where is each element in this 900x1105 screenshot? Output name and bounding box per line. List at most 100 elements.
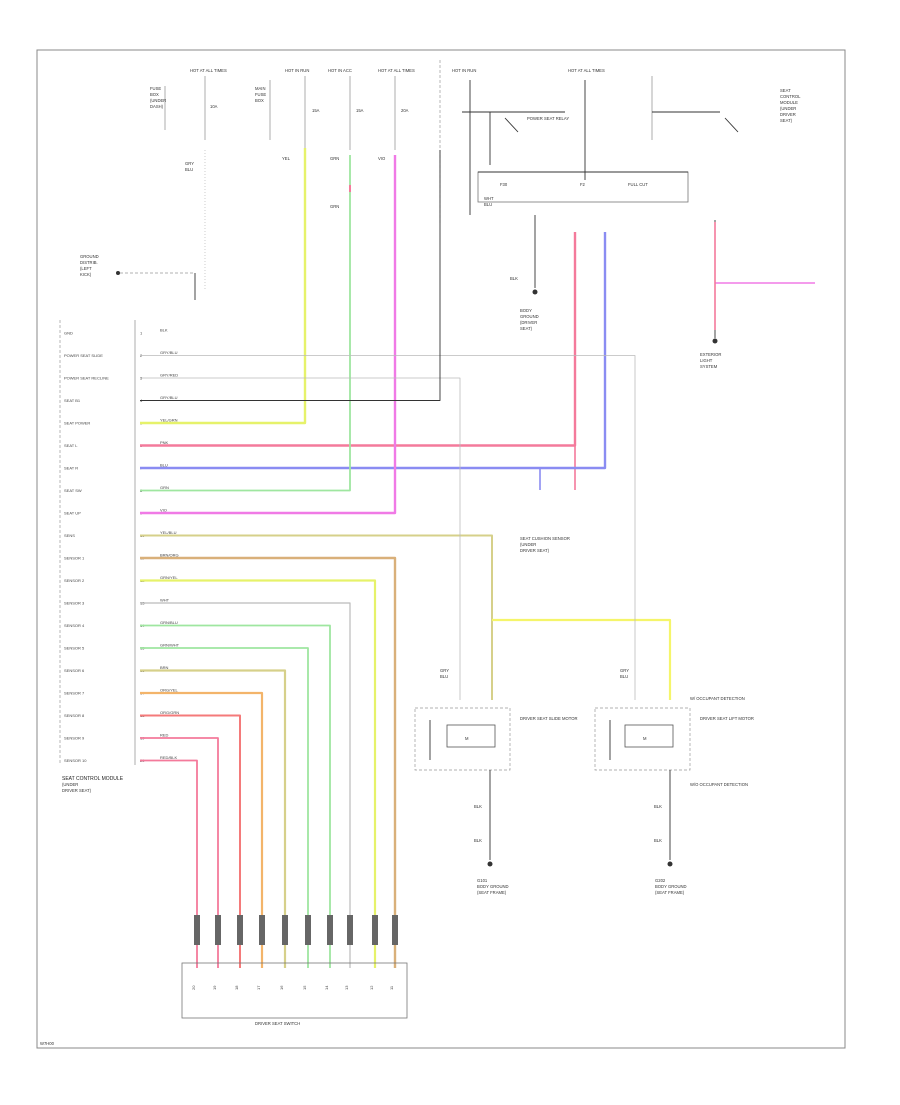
svg-text:CONTROL: CONTROL [780,94,801,99]
svg-text:BODY GROUND: BODY GROUND [477,884,509,889]
ecu-pin-number: 1 [140,331,143,336]
ecu-pin-label: SENSOR 7 [64,691,85,696]
svg-text:(UNDER: (UNDER [780,106,796,111]
svg-text:GRY: GRY [620,668,629,673]
fuse-label-4: HOT AT ALL TIMES [378,68,415,73]
svg-text:BLK: BLK [654,838,662,843]
svg-text:(SEAT FRAME): (SEAT FRAME) [477,890,507,895]
connector-pin-number: 19 [212,985,217,990]
ecu-pin-label: SENSOR 4 [64,623,85,628]
motor-box-left: M DRIVER SEAT SLIDE MOTOR G101 BODY GROU… [414,668,577,895]
svg-text:LIGHT: LIGHT [700,358,713,363]
ecu-pin-label: SENSOR 5 [64,646,85,651]
svg-text:BOX: BOX [150,92,159,97]
relay-group: HOT IN RUN HOT AT ALL TIMES POWER SEAT R… [439,60,689,331]
connector-pin-number: 17 [256,985,261,990]
wire-code: GRN/YEL [160,575,178,580]
svg-text:15A: 15A [312,108,320,113]
svg-text:FUSE: FUSE [255,92,266,97]
connector-pin-number: 13 [344,985,349,990]
wire-code: GRN [160,485,169,490]
svg-text:MAIN: MAIN [255,86,265,91]
wire-sensor-4 [140,624,331,968]
svg-text:F30: F30 [500,182,508,187]
wire-sensor-5 [140,647,309,968]
diagram-frame [36,49,846,1049]
svg-text:(LEFT: (LEFT [80,266,92,271]
wire-code: GRN/BLU [160,620,178,625]
fuse-group-center: HOT IN RUN HOT IN ACC HOT AT ALL TIMES M… [255,68,415,209]
ground-label-2: G202 [655,878,666,883]
note-2: W/O OCCUPANT DETECTION [690,782,748,787]
wire-code: YEL/BLU [160,530,177,535]
fuse-label-6: HOT AT ALL TIMES [568,68,605,73]
wire-slide-signal [140,355,636,700]
svg-text:YEL: YEL [282,156,291,161]
relay-label: POWER SEAT RELAY [527,116,569,121]
ecu-pin-label: SENSOR 2 [64,578,85,583]
wire-code: GRY/BLU [160,350,178,355]
fuse-group-left: HOT AT ALL TIMES FUSE BOX (UNDER DASH) 1… [150,68,227,290]
svg-text:BOX: BOX [255,98,264,103]
ecu-pin-label: SENS [64,533,75,538]
svg-text:FULL CUT: FULL CUT [628,182,648,187]
ecu-label: SEAT CONTROL MODULE [62,776,124,782]
svg-text:BLU: BLU [620,674,628,679]
wire-sens [140,534,493,700]
svg-text:BODY GROUND: BODY GROUND [655,884,687,889]
connector-pin-number: 14 [324,985,329,990]
svg-text:GRY: GRY [185,161,194,166]
wire-code: YEL/GRN [160,418,178,423]
svg-text:BODY: BODY [520,308,532,313]
wire-code: ORG/GRN [160,710,179,715]
wire-sensor-8 [140,714,241,968]
wire-sens-branch [492,618,672,700]
wire-code: GRY/BLU [160,395,178,400]
fuse-group-right: SEAT CONTROL MODULE (UNDER DRIVER SEAT) … [651,76,801,369]
svg-text:GROUND: GROUND [80,254,99,259]
fuse-label-3: HOT IN ACC [328,68,352,73]
svg-text:MODULE: MODULE [780,100,798,105]
svg-text:DRIVER SEAT): DRIVER SEAT) [62,788,92,793]
wire-code: VIO [160,508,167,513]
connector-pin [215,915,221,945]
ecu-pin-label: SENSOR 1 [64,556,85,561]
connector-pin [327,915,333,945]
svg-text:BLK: BLK [474,804,482,809]
connector-pin [194,915,200,945]
connector-pin-number: 11 [389,985,394,990]
svg-text:BLU: BLU [440,674,448,679]
ecu-pin-label: GND [64,331,73,336]
ecu-pin-label: SENSOR 3 [64,601,85,606]
frame-code: W7H00 [40,1041,55,1046]
wire-code: GRN/WHT [160,643,180,648]
svg-text:BLU: BLU [185,167,193,172]
svg-text:BLK: BLK [654,804,662,809]
wire-layer [140,148,815,968]
svg-text:M: M [643,736,647,741]
connector-pin-number: 12 [369,985,374,990]
connector-pin [392,915,398,945]
ecu-pin-label: POWER SEAT SLIDE [64,353,103,358]
connector-pin [305,915,311,945]
ecu-pin-label: SEAT SW [64,488,82,493]
svg-text:GRN: GRN [330,156,339,161]
wire-code: ORG/YEL [160,688,179,693]
wire-code: BRN/ORG [160,553,179,558]
wire-sensor-1 [140,556,397,968]
connector-pin-number: 18 [234,985,239,990]
wire-code: BRN [160,665,169,670]
connector-label: DRIVER SEAT SWITCH [255,1021,300,1026]
svg-text:SEAT): SEAT) [520,326,533,331]
svg-text:20A: 20A [401,108,409,113]
svg-text:DRIVER SEAT): DRIVER SEAT) [520,548,550,553]
ecu-pin-label: SEAT POWER [64,421,90,426]
wire-sensor-9 [140,737,219,968]
ground-left: GROUND DISTRIB. (LEFT KICK) [80,254,196,300]
svg-text:BLU: BLU [484,202,492,207]
svg-text:10A: 10A [210,104,218,109]
connector-pin [259,915,265,945]
